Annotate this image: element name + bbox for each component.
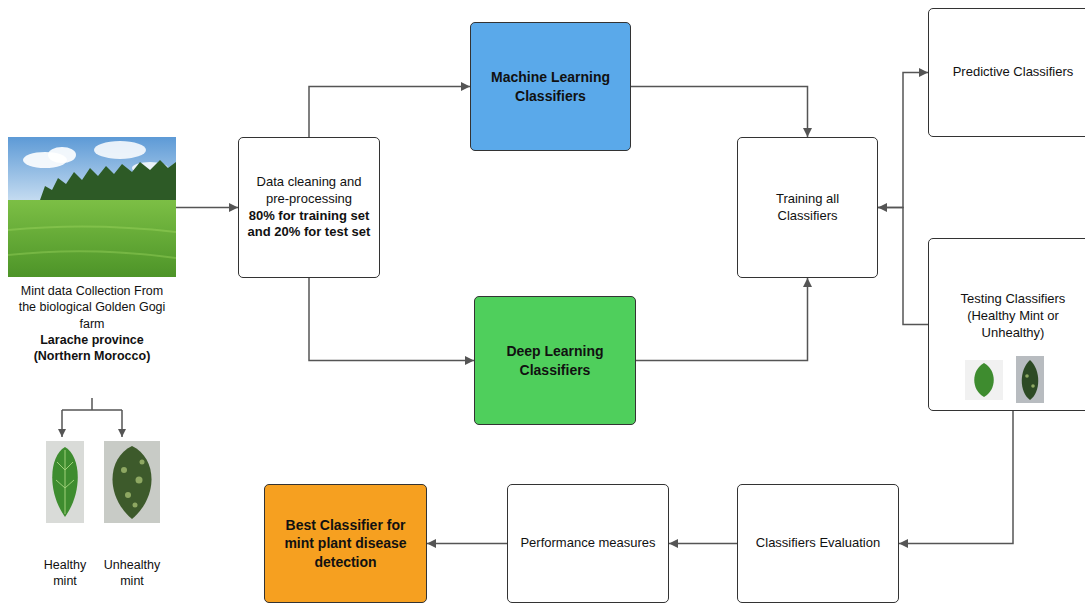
- flow-arrow: [427, 543, 507, 545]
- text-stack: Classifiers Evaluation: [746, 535, 890, 552]
- flow-arrow: [309, 278, 474, 361]
- farm-photo: [8, 137, 176, 277]
- node-text: Machine Learning Classifiers: [479, 68, 622, 104]
- text-stack: Performance measures: [516, 535, 660, 552]
- caption-label: Unhealthy mint: [100, 558, 164, 589]
- node-text: 80% for training set and 20% for test se…: [247, 208, 371, 242]
- flow-arrow: [636, 278, 808, 361]
- node-text: Larache province (Northern Morocco): [16, 332, 168, 365]
- text-stack: Training all Classifiers: [746, 191, 869, 225]
- process-box: Performance measures: [507, 484, 669, 603]
- process-box: Classifiers Evaluation: [737, 484, 899, 603]
- text-stack: Mint data Collection From the biological…: [16, 283, 168, 364]
- flow-arrow: [631, 87, 808, 138]
- process-box: Data cleaning and pre-processing80% for …: [238, 137, 380, 278]
- flow-arrow: [176, 207, 238, 209]
- node-text: Classifiers Evaluation: [746, 535, 890, 552]
- node-text: Predictive Classifiers: [937, 64, 1085, 81]
- process-box: Predictive Classifiers: [928, 8, 1085, 137]
- node-text: Testing Classifiers (Healthy Mint or Unh…: [937, 291, 1085, 342]
- flow-arrow: [878, 208, 928, 325]
- test-leaf-images: [965, 356, 1044, 403]
- text-stack: Best Classifier for mint plant disease d…: [273, 516, 418, 571]
- node-text: Mint data Collection From the biological…: [16, 283, 168, 332]
- result-box: Best Classifier for mint plant disease d…: [264, 484, 427, 603]
- node-text: Best Classifier for mint plant disease d…: [273, 516, 418, 571]
- text-stack: Deep Learning Classifiers: [483, 342, 627, 378]
- split-connector: [62, 398, 122, 437]
- text-stack: Testing Classifiers (Healthy Mint or Unh…: [937, 291, 1085, 342]
- caption-label: Healthy mint: [33, 558, 97, 589]
- node-text: Training all Classifiers: [746, 191, 869, 225]
- text-stack: Machine Learning Classifiers: [479, 68, 622, 104]
- healthy-leaf-photo: [46, 441, 84, 523]
- node-text: Deep Learning Classifiers: [483, 342, 627, 378]
- node-text: Performance measures: [516, 535, 660, 552]
- process-box: Training all Classifiers: [737, 137, 878, 278]
- dl-box: Deep Learning Classifiers: [474, 296, 636, 425]
- node-text: Data cleaning and pre-processing: [247, 174, 371, 208]
- flow-arrow: [309, 87, 470, 138]
- flow-arrow: [669, 543, 737, 545]
- text-stack: Data cleaning and pre-processing80% for …: [247, 174, 371, 242]
- flow-arrow: [878, 73, 928, 208]
- ml-box: Machine Learning Classifiers: [470, 22, 631, 151]
- flow-arrow: [899, 411, 1013, 544]
- text-stack: Predictive Classifiers: [937, 64, 1085, 81]
- unhealthy-leaf-photo: [104, 441, 160, 523]
- process-box: Testing Classifiers (Healthy Mint or Unh…: [928, 238, 1085, 411]
- photo-node: Mint data Collection From the biological…: [8, 137, 176, 387]
